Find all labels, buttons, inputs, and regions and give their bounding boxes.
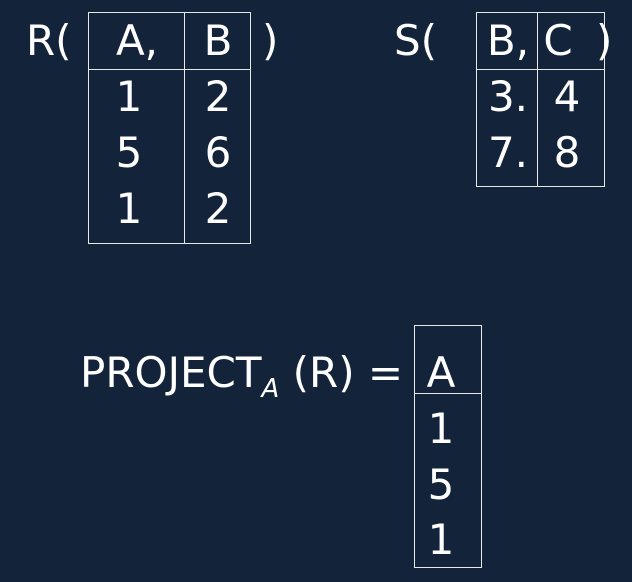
relation-r-header-b: B bbox=[203, 16, 233, 65]
relation-s-header-c: C bbox=[543, 16, 573, 65]
projection-result-cell: 5 bbox=[427, 460, 455, 509]
relation-s-close: ) bbox=[596, 16, 613, 65]
projection-argument: (R) = bbox=[279, 348, 404, 397]
relation-s-header-b: B, bbox=[486, 16, 530, 65]
relation-s-cell: 7. bbox=[487, 128, 529, 177]
relation-r-table bbox=[88, 12, 251, 244]
projection-result-cell: 1 bbox=[427, 515, 455, 564]
relation-r-column-divider bbox=[184, 12, 185, 244]
relation-s-table bbox=[476, 12, 605, 187]
relation-s-cell: 3. bbox=[487, 72, 529, 121]
relation-r-cell: 2 bbox=[204, 184, 232, 233]
relation-r-header-divider bbox=[88, 69, 251, 70]
relation-r-cell: 2 bbox=[204, 72, 232, 121]
projection-subscript: A bbox=[261, 374, 280, 404]
relation-r-close: ) bbox=[262, 16, 279, 65]
projection-operator: PROJECT bbox=[80, 348, 262, 397]
relation-r-header-a: A, bbox=[115, 16, 159, 65]
relation-r-cell: 5 bbox=[115, 128, 143, 177]
relation-r-cell: 6 bbox=[204, 128, 232, 177]
relation-s-header-divider bbox=[476, 69, 605, 70]
relation-s-cell: 8 bbox=[553, 128, 581, 177]
relation-r-cell: 1 bbox=[115, 72, 143, 121]
projection-header-divider bbox=[414, 393, 482, 394]
relation-r-cell: 1 bbox=[115, 184, 143, 233]
relation-s-column-divider bbox=[537, 12, 538, 187]
projection-result-header: A bbox=[426, 348, 456, 397]
projection-label: PROJECTA (R) = bbox=[80, 352, 403, 404]
relation-s-open: S( bbox=[394, 16, 438, 65]
relation-s-cell: 4 bbox=[553, 72, 581, 121]
projection-result-table bbox=[414, 325, 482, 568]
projection-result-cell: 1 bbox=[427, 404, 455, 453]
relation-r-open: R( bbox=[26, 16, 72, 65]
